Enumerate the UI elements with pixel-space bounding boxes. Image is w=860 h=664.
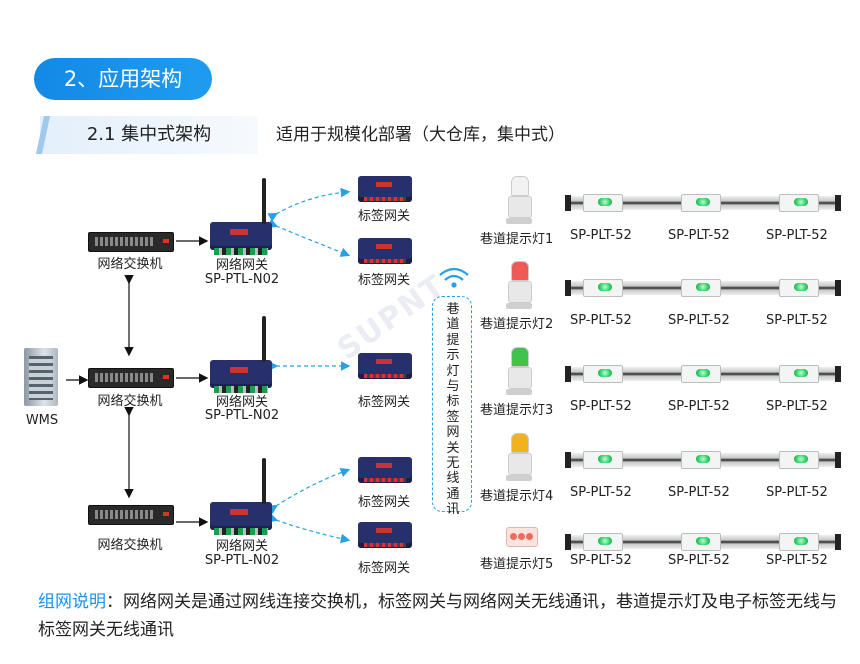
electronic-tag-module [681,451,721,469]
wireless-link-1a [267,187,351,222]
module-label: SP-PLT-52 [570,553,632,568]
subsection-title: 2.1 集中式架构 [86,124,212,145]
module-label: SP-PLT-52 [766,553,828,568]
aisle-light-label: 巷道提示灯1 [480,232,554,247]
module-label: SP-PLT-52 [570,313,632,328]
electronic-tag-module [779,365,819,383]
wireless-panel [432,296,472,512]
network-gateway-icon [210,316,272,393]
electronic-tag-module [779,279,819,297]
tag-gateway-icon [358,176,412,202]
tag-gateway-label: 标签网关 [357,561,410,576]
tag-gateway-label: 标签网关 [357,209,410,224]
shelf-rail [565,365,841,383]
shelf-rail [565,279,841,297]
server-label: WMS [25,413,59,428]
switch-label: 网络交换机 [97,394,163,409]
module-label: SP-PLT-52 [766,313,828,328]
tag-gateway-label: 标签网关 [357,273,410,288]
aisle-light-icon [506,347,532,395]
module-label: SP-PLT-52 [570,485,632,500]
electronic-tag-module [583,194,623,212]
module-label: SP-PLT-52 [766,399,828,414]
tag-gateway-label: 标签网关 [357,495,410,510]
electronic-tag-module [681,365,721,383]
network-gateway-icon [210,458,272,535]
module-label: SP-PLT-52 [766,485,828,500]
electronic-tag-module [583,533,623,551]
electronic-tag-module [779,533,819,551]
aisle-light-icon [506,527,538,547]
aisle-light-label: 巷道提示灯5 [480,557,554,572]
switch-label: 网络交换机 [97,257,163,272]
electronic-tag-module [779,194,819,212]
aisle-light-icon [506,433,532,481]
wireless-label: 巷道提示灯与标签网关无线通讯 [446,302,460,518]
switch-icon [88,232,174,252]
subsection-description: 适用于规模化部署（大仓库，集中式） [276,125,565,145]
shelf-rail [565,533,841,551]
gateway-model: SP-PTL-N02 [204,553,280,568]
section-title: 2、应用架构 [34,58,212,100]
module-label: SP-PLT-52 [570,228,632,243]
tag-gateway-label: 标签网关 [357,395,410,410]
module-label: SP-PLT-52 [668,228,730,243]
wireless-link-3b [267,513,351,544]
server-icon [24,348,58,406]
electronic-tag-module [583,279,623,297]
tag-gateway-icon [358,522,412,548]
switch-icon [88,505,174,525]
module-label: SP-PLT-52 [766,228,828,243]
switch-icon [88,368,174,388]
electronic-tag-module [779,451,819,469]
shelf-rail [565,451,841,469]
aisle-light-icon [506,261,532,309]
wireless-link-1b [267,218,351,257]
switch-label: 网络交换机 [97,538,163,553]
aisle-light-label: 巷道提示灯3 [480,403,554,418]
module-label: SP-PLT-52 [570,399,632,414]
electronic-tag-module [583,451,623,469]
wireless-link-3a [267,467,351,514]
gateway-model: SP-PTL-N02 [204,272,280,287]
gateway-label: 网络网关 [215,258,268,273]
module-label: SP-PLT-52 [668,485,730,500]
electronic-tag-module [681,533,721,551]
module-label: SP-PLT-52 [668,313,730,328]
wifi-icon [439,267,469,288]
electronic-tag-module [583,365,623,383]
gateway-model: SP-PTL-N02 [204,408,280,423]
network-note: 组网说明：网络网关是通过网线连接交换机，标签网关与网络网关无线通讯，巷道提示灯及… [38,588,838,644]
note-highlight: 组网说明 [38,592,106,612]
shelf-rail [565,194,841,212]
module-label: SP-PLT-52 [668,553,730,568]
tag-gateway-icon [358,457,412,483]
aisle-light-icon [506,176,532,224]
gateway-label: 网络网关 [215,539,268,554]
gateway-label: 网络网关 [215,395,268,410]
electronic-tag-module [681,279,721,297]
network-gateway-icon [210,178,272,255]
subsection-bar [40,116,258,154]
module-label: SP-PLT-52 [668,399,730,414]
electronic-tag-module [681,194,721,212]
tag-gateway-icon [358,238,412,264]
note-text: ：网络网关是通过网线连接交换机，标签网关与网络网关无线通讯，巷道提示灯及电子标签… [38,592,837,640]
aisle-light-label: 巷道提示灯4 [480,489,554,504]
tag-gateway-icon [358,353,412,379]
aisle-light-label: 巷道提示灯2 [480,317,554,332]
